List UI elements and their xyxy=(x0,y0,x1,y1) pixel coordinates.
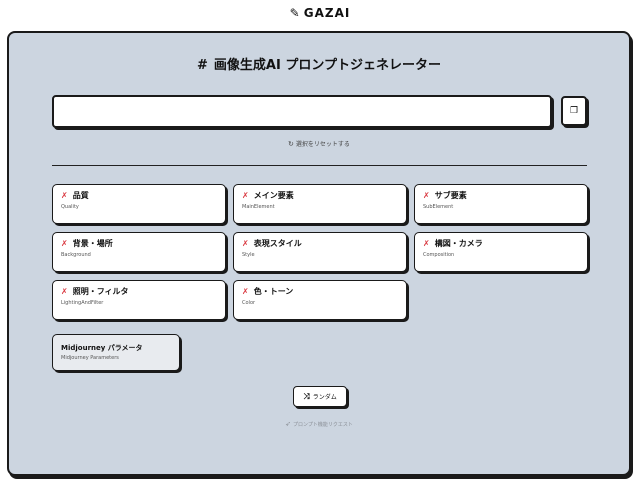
category-sub: Composition xyxy=(423,252,455,258)
category-quality[interactable]: ✗ 品質 Quality xyxy=(52,184,226,224)
category-name: サブ要素 xyxy=(434,191,467,200)
category-name: メイン要素 xyxy=(253,191,294,200)
midjourney-sub: Midjourney Parameters xyxy=(61,355,119,361)
app-logo[interactable]: ✎GAZAI xyxy=(0,6,640,20)
page-title: # 画像生成AI プロンプトジェネレーター xyxy=(9,54,629,73)
prompt-output-field[interactable] xyxy=(52,95,552,128)
page-title-text: 画像生成AI プロンプトジェネレーター xyxy=(213,58,441,73)
reset-label: 選択をリセットする xyxy=(295,141,350,148)
copy-button[interactable]: ❐ xyxy=(561,96,587,126)
midjourney-parameters-button[interactable]: Midjourney パラメータ Midjourney Parameters xyxy=(52,334,180,371)
category-composition[interactable]: ✗ 構図・カメラ Composition xyxy=(414,232,588,272)
midjourney-name: Midjourney パラメータ xyxy=(61,344,143,352)
random-button[interactable]: ⤨ランダム xyxy=(293,386,347,407)
category-background[interactable]: ✗ 背景・場所 Background xyxy=(52,232,226,272)
close-icon: ✗ xyxy=(61,287,68,296)
category-lighting[interactable]: ✗ 照明・フィルタ LightingAndFilter xyxy=(52,280,226,320)
category-name: 品質 xyxy=(72,191,89,200)
close-icon: ✗ xyxy=(61,191,68,200)
category-name: 表現スタイル xyxy=(253,239,302,248)
copy-icon: ❐ xyxy=(569,106,579,116)
feature-request-label: プロンプト機能リクエスト xyxy=(293,422,353,428)
category-sub: MainElement xyxy=(242,204,275,210)
logo-text: GAZAI xyxy=(303,6,351,20)
generator-panel: # 画像生成AI プロンプトジェネレーター ❐ ↻選択をリセットする ✗ 品質 Qu… xyxy=(7,31,631,476)
category-name: 背景・場所 xyxy=(72,239,113,248)
close-icon: ✗ xyxy=(423,191,430,200)
category-color[interactable]: ✗ 色・トーン Color xyxy=(233,280,407,320)
category-name: 照明・フィルタ xyxy=(72,287,129,296)
category-main-element[interactable]: ✗ メイン要素 MainElement xyxy=(233,184,407,224)
close-icon: ✗ xyxy=(61,239,68,248)
reset-link[interactable]: ↻選択をリセットする xyxy=(9,139,629,148)
refresh-icon: ↻ xyxy=(288,140,294,148)
category-sub: SubElement xyxy=(423,204,454,210)
divider xyxy=(52,165,587,166)
category-name: 構図・カメラ xyxy=(434,239,483,248)
send-icon: ➶ xyxy=(285,420,291,428)
close-icon: ✗ xyxy=(242,239,249,248)
category-sub: LightingAndFilter xyxy=(61,300,104,306)
close-icon: ✗ xyxy=(242,191,249,200)
pen-icon: ✎ xyxy=(289,6,301,20)
random-label: ランダム xyxy=(312,394,337,401)
feature-request-link[interactable]: ➶プロンプト機能リクエスト xyxy=(9,420,629,428)
category-sub: Background xyxy=(61,252,91,258)
category-sub: Quality xyxy=(61,204,79,210)
category-style[interactable]: ✗ 表現スタイル Style xyxy=(233,232,407,272)
close-icon: ✗ xyxy=(423,239,430,248)
title-hash: # xyxy=(197,58,208,73)
shuffle-icon: ⤨ xyxy=(303,391,310,401)
category-name: 色・トーン xyxy=(253,287,294,296)
category-sub-element[interactable]: ✗ サブ要素 SubElement xyxy=(414,184,588,224)
category-sub: Style xyxy=(242,252,255,258)
close-icon: ✗ xyxy=(242,287,249,296)
category-sub: Color xyxy=(242,300,256,306)
